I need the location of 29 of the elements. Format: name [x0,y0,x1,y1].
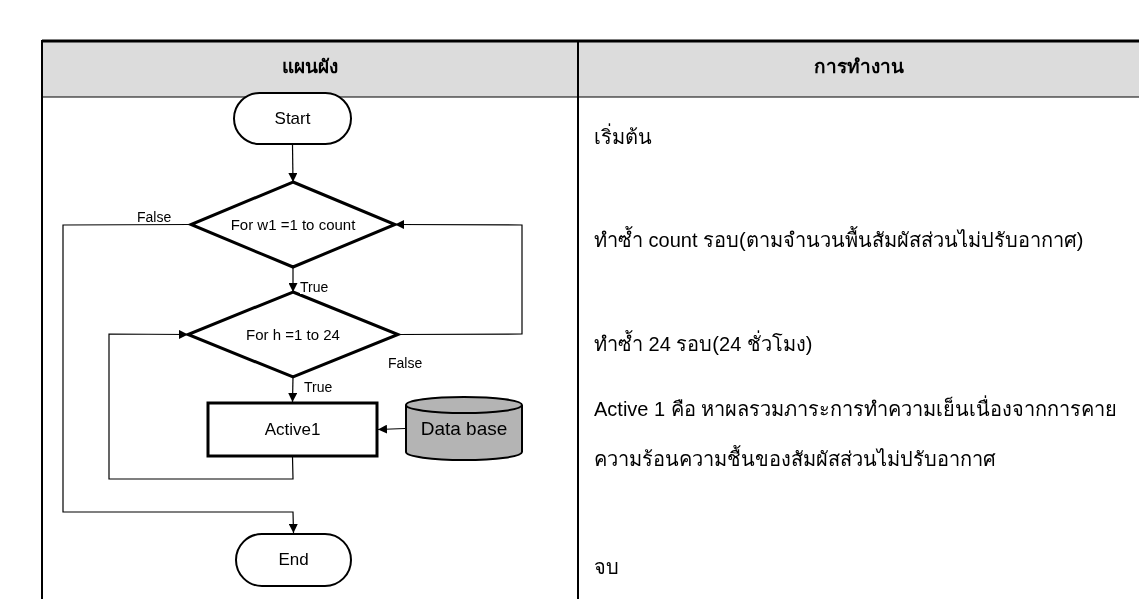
step-description: จบ [594,555,620,580]
node-label: Start [274,108,311,129]
node-label: Active1 [264,419,321,440]
decision-diamond [191,182,395,267]
terminal-shape [235,533,352,587]
step-description: ทำซ้ำ count รอบ(ตามจำนวนพื้นสัมผัสส่วนไม่ปรับอากาศ) [594,215,1136,265]
arrow [288,144,298,183]
step-description: Active 1 คือ หาผลรวมภาระการทำความเย็นเนื่องจากการคายความร้อนความชื้นของสัมผัสส่วนไม่ปรับอากาศ [594,384,1126,484]
step-description: เริ่มต้น [594,112,1134,162]
arrow [377,424,406,434]
arrow [288,376,298,403]
edge-label: False [137,210,172,224]
arrow [108,329,294,480]
terminal-shape [233,92,352,145]
column-header: การทำงาน [812,55,905,79]
edge-label: True [304,380,333,394]
node-label: End [278,550,309,570]
process-box [207,402,378,457]
arrow [62,223,298,534]
arrow [394,220,523,336]
column-header: แผนผัง [281,55,339,79]
arrow [288,266,298,293]
node-label: For h =1 to 24 [246,326,340,343]
node-label: Data base [420,417,508,440]
step-description: ทำซ้ำ 24 รอบ(24 ชั่วโมง) [594,319,1134,369]
edge-label: False [388,356,423,370]
edge-label: True [300,280,329,294]
database-cylinder [405,397,523,460]
node-label: For w1 =1 to count [230,216,356,233]
